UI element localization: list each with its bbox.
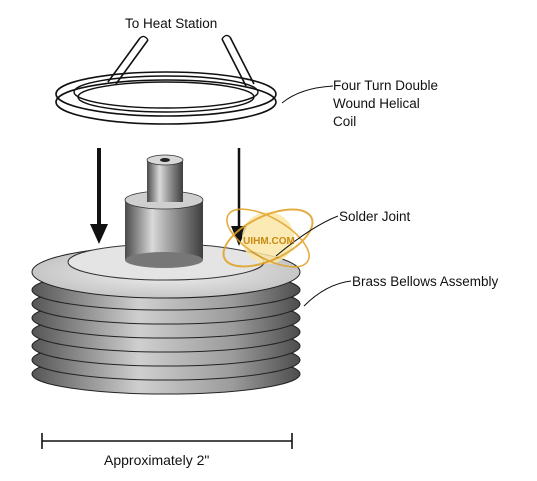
coil-lead-left — [107, 37, 149, 85]
arrow-left-head — [90, 224, 108, 244]
center-post — [124, 154, 204, 268]
logo-sun — [242, 212, 294, 264]
dimension-bar — [41, 433, 293, 449]
helical-coil — [55, 34, 277, 125]
label-brass-bellows: Brass Bellows Assembly — [352, 274, 499, 289]
watermark-text: UIHM.COM — [243, 236, 295, 247]
label-solder-joint: Solder Joint — [339, 209, 411, 224]
solder-leader — [275, 215, 339, 257]
coil-lead-cap-right — [221, 34, 231, 40]
label-coil-line3: Coil — [333, 114, 357, 129]
brass-bellows — [31, 243, 301, 395]
logo-orbit-a — [222, 208, 314, 268]
label-approx-size: Approximately 2" — [104, 452, 210, 468]
coil-leader — [281, 85, 334, 104]
insertion-arrows — [90, 148, 247, 246]
coil-turn-inner-upper — [73, 75, 259, 109]
coil-lead-right — [221, 36, 255, 87]
leader-lines — [275, 85, 352, 307]
label-coil: Four Turn Double Wound Helical Coil — [333, 77, 483, 131]
coil-lead-cap-left — [139, 35, 149, 41]
post-lower-base — [125, 252, 203, 268]
coil-turn-outer-upper — [55, 71, 277, 117]
label-coil-line2: Wound Helical — [333, 96, 420, 111]
post-bore — [160, 158, 170, 162]
post-upper-body — [147, 160, 183, 202]
label-to-heat-station: To Heat Station — [125, 16, 218, 31]
coil-turn-outer-lower — [55, 79, 277, 125]
brass-leader — [303, 280, 352, 307]
watermark-logo — [222, 208, 314, 268]
logo-orbit-b — [226, 208, 310, 268]
post-lower-body — [125, 200, 203, 260]
label-coil-line1: Four Turn Double — [333, 78, 439, 93]
